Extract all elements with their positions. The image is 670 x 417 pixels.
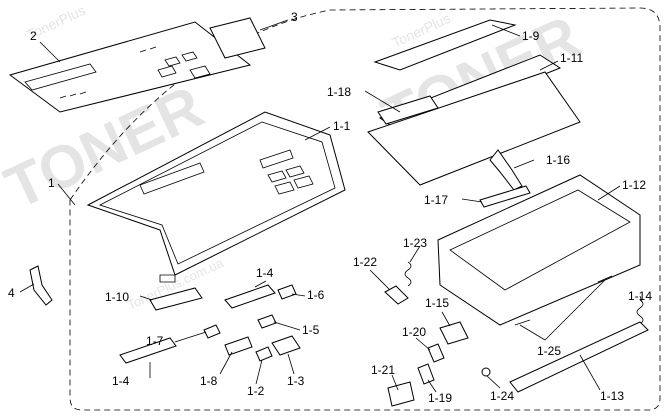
assembly-boundary (69, 7, 661, 411)
part-1-3-key (271, 335, 301, 356)
label-1-25: 1-25 (537, 344, 561, 358)
part-1-22-lever (384, 285, 409, 305)
label-1-4-top: 1-4 (256, 266, 274, 280)
label-1-4-bottom: 1-4 (112, 374, 130, 388)
label-1-9: 1-9 (522, 29, 540, 43)
part-1-15-holder (439, 321, 469, 345)
part-1-6-key (277, 284, 297, 300)
right-side-assembly (367, 19, 649, 407)
part-1-10-strip (149, 287, 203, 311)
label-1-8: 1-8 (200, 374, 218, 388)
part-1-25-teeth (514, 275, 613, 326)
label-1-16: 1-16 (546, 153, 570, 167)
part-1-13-rod (509, 321, 649, 393)
label-1-2: 1-2 (247, 384, 265, 398)
label-1-19: 1-19 (428, 391, 452, 405)
part-1-14-spring (636, 299, 644, 325)
leader-lines (19, 19, 643, 393)
label-1-13: 1-13 (600, 389, 624, 403)
label-2: 2 (30, 29, 37, 43)
label-1-3: 1-3 (287, 374, 305, 388)
part-labels: 2 3 1-9 1-11 1-18 1-1 1-16 1-17 1-12 1 4… (8, 10, 652, 405)
label-3: 3 (291, 10, 298, 24)
label-1-20: 1-20 (402, 325, 426, 339)
label-1: 1 (48, 176, 55, 190)
small-parts-cluster (119, 284, 301, 364)
part-1-12-frame (437, 174, 641, 326)
part-1-11-board (367, 71, 581, 186)
part-1-9-rail (373, 19, 517, 71)
label-1-15: 1-15 (425, 296, 449, 310)
label-1-11: 1-11 (560, 51, 583, 65)
label-1-22: 1-22 (353, 255, 377, 269)
label-4: 4 (8, 286, 15, 300)
part-1-8-key (224, 336, 253, 356)
part-1-24-screw (481, 367, 491, 377)
label-1-12: 1-12 (622, 178, 646, 192)
label-1-14: 1-14 (628, 289, 652, 303)
label-1-23: 1-23 (403, 236, 427, 250)
part-1-18-bracket (377, 95, 439, 125)
part-1-1-panel-housing (86, 111, 346, 283)
part-1-23-spring (404, 261, 412, 287)
part-1-19-clip (417, 363, 435, 385)
part-2-cover-sheet (8, 21, 252, 113)
label-1-6: 1-6 (307, 288, 325, 302)
part-4-clip (29, 265, 53, 306)
part-1-4-button-bar-top (224, 284, 276, 309)
label-1-18: 1-18 (327, 85, 351, 99)
label-1-17: 1-17 (424, 193, 448, 207)
part-1-2-key (255, 346, 273, 362)
label-1-10: 1-10 (105, 290, 129, 304)
label-1-1: 1-1 (333, 119, 351, 133)
label-1-21: 1-21 (371, 363, 395, 377)
part-1-4-button-bar-bottom (119, 337, 177, 364)
part-1-7-key (203, 324, 221, 339)
part-1-16-hook (489, 149, 523, 191)
part-3-label-plate (209, 17, 266, 59)
part-1-21-bracket (387, 381, 415, 407)
part-1-5-key (257, 314, 277, 329)
label-1-7: 1-7 (146, 334, 164, 348)
label-1-24: 1-24 (490, 389, 514, 403)
part-1-17-shaft (479, 185, 531, 208)
label-1-5: 1-5 (302, 323, 320, 337)
part-1-20-clip (427, 343, 445, 363)
